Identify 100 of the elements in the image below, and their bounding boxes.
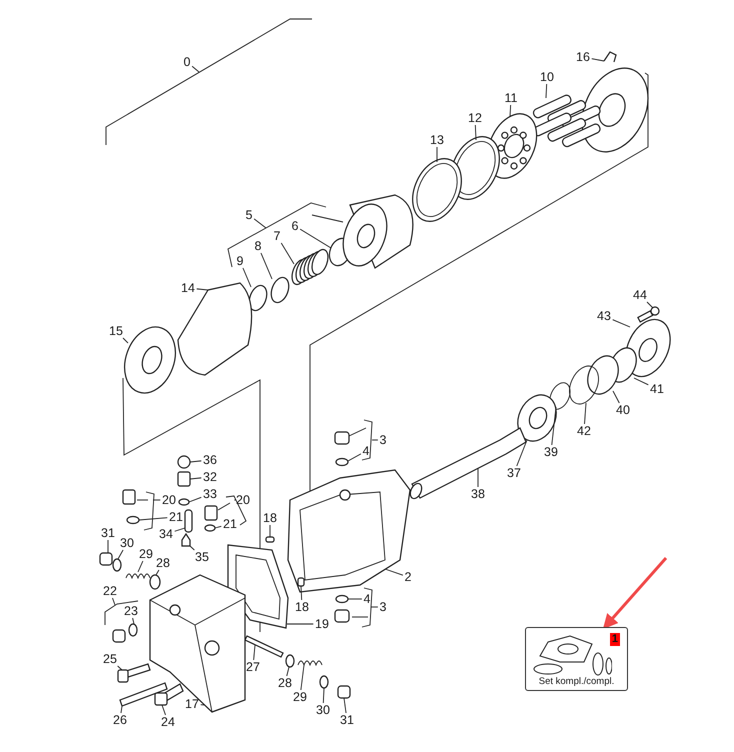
leader-line [370, 606, 378, 608]
spring [126, 574, 150, 578]
callout-number: 41 [650, 382, 664, 396]
callout-number: 32 [203, 470, 217, 484]
leader-line [348, 598, 362, 600]
callout-number: 27 [246, 660, 260, 674]
plug [334, 431, 350, 445]
callout-number: 39 [544, 445, 558, 459]
callout-number: 20 [162, 493, 176, 507]
ring [149, 574, 161, 590]
bolt [122, 489, 136, 505]
ring [270, 276, 290, 304]
callout-number: 0 [184, 55, 190, 69]
leader-line [254, 218, 266, 228]
washer [126, 516, 140, 524]
leader-line [612, 319, 630, 328]
cylinder-block [342, 194, 414, 269]
callout-number: 34 [159, 527, 173, 541]
callout-number: 17 [185, 697, 199, 711]
plate [124, 326, 176, 394]
set-caption: Set kompl./compl. [538, 676, 616, 687]
leader-line [188, 496, 202, 502]
bolt [117, 663, 151, 683]
seal-kit-panel [525, 627, 628, 691]
piston-set [532, 93, 602, 148]
leader-line [138, 517, 168, 520]
callout-number: 31 [340, 713, 354, 727]
leader-line [286, 666, 290, 676]
washer [128, 623, 138, 637]
callout-number: 44 [633, 288, 647, 302]
callout-number: 4 [362, 444, 370, 458]
leader-line [253, 644, 256, 660]
ring [285, 654, 295, 668]
bearing [517, 394, 557, 442]
callout-number: 6 [292, 219, 298, 233]
callout-number: 25 [103, 652, 117, 666]
callout-number: 26 [113, 713, 127, 727]
leader-line [138, 560, 144, 572]
bracket-line [348, 420, 372, 460]
sleeve [177, 471, 191, 487]
leader-line [612, 390, 620, 404]
callout-number: 13 [430, 133, 444, 147]
callout-number: 40 [616, 403, 630, 417]
leader-line [156, 570, 160, 576]
callout-number: 35 [195, 550, 209, 564]
bracket-line [227, 202, 344, 268]
ring [587, 355, 619, 395]
shaft [410, 427, 527, 500]
callout-number: 1 [610, 633, 620, 646]
callout-number: 36 [203, 453, 217, 467]
leader-line [300, 664, 304, 690]
pin [265, 536, 275, 543]
callout-number: 20 [236, 493, 250, 507]
bolt [204, 505, 218, 521]
callout-number: 19 [315, 617, 329, 631]
callout-number: 38 [471, 487, 485, 501]
leader-line [242, 268, 252, 288]
leader-line [117, 666, 122, 670]
callout-number: 23 [124, 604, 138, 618]
callout-number: 5 [246, 208, 252, 222]
callout-number: 33 [203, 487, 217, 501]
bolt [637, 306, 660, 323]
leader-line [118, 550, 124, 560]
bracket-line [104, 600, 138, 626]
callout-number: 12 [468, 111, 482, 125]
nut [177, 455, 191, 469]
leader-line [584, 402, 586, 424]
ring [412, 158, 462, 222]
callout-number: 2 [404, 570, 412, 584]
ring [569, 366, 599, 404]
leader-line [546, 84, 548, 98]
leader-line [591, 58, 604, 62]
callout-number: 28 [156, 556, 170, 570]
callout-number: 42 [577, 424, 591, 438]
bracket-line [106, 18, 312, 146]
washer [335, 458, 349, 466]
callout-number: 7 [274, 229, 280, 243]
gasket [227, 544, 289, 629]
callout-number: 10 [540, 70, 554, 84]
leader-line [646, 302, 654, 308]
washer [112, 558, 122, 572]
leader-line [280, 242, 294, 264]
pointer-arrow [602, 557, 668, 630]
callout-number: 30 [316, 703, 330, 717]
callout-number: 18 [263, 511, 277, 525]
leader-line [174, 528, 186, 532]
leader-line [190, 546, 195, 550]
spring [291, 248, 329, 286]
bracket-line [136, 492, 154, 530]
leader-line [634, 378, 649, 386]
leader-line [214, 526, 222, 528]
callout-number: 29 [139, 547, 153, 561]
housing [287, 469, 411, 593]
spring [184, 509, 193, 533]
leader-line [300, 586, 302, 600]
callout-number: 21 [223, 517, 237, 531]
valve-cone [181, 532, 191, 547]
callout-number: 28 [278, 676, 292, 690]
pin [244, 635, 284, 658]
leader-line [190, 477, 202, 480]
